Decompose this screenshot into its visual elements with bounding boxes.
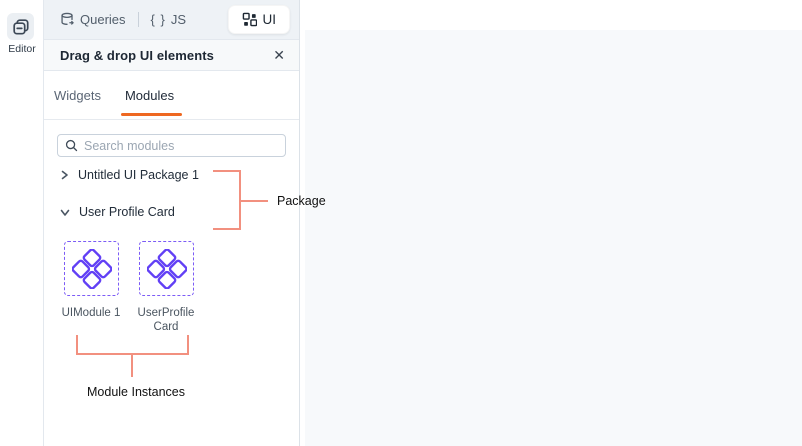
module-diamonds-icon: [146, 248, 187, 289]
panel-title: Drag & drop UI elements: [60, 47, 214, 63]
segment-js-label: JS: [170, 12, 186, 27]
editor-nav-label: Editor: [8, 43, 36, 55]
panel-tabs: Widgets Modules: [44, 71, 299, 120]
segment-js[interactable]: { } JS: [151, 12, 186, 27]
tab-modules[interactable]: Modules: [120, 71, 183, 119]
chevron-right-icon: [60, 170, 69, 180]
package-name: Untitled UI Package 1: [78, 168, 199, 182]
editor-segment-bar: Queries { } JS UI: [44, 0, 299, 40]
segment-divider: [137, 12, 139, 27]
search-modules-input[interactable]: [84, 138, 264, 153]
module-diamonds-icon: [71, 248, 112, 289]
editor-pages-icon: [12, 18, 30, 36]
editor-nav-button[interactable]: [7, 13, 34, 40]
braces-icon: { }: [150, 12, 166, 27]
chevron-down-icon: [60, 208, 70, 217]
search-icon: [65, 139, 78, 152]
package-row-untitled[interactable]: Untitled UI Package 1: [60, 166, 199, 184]
module-card-userprofilecard[interactable]: [139, 241, 194, 296]
segment-ui-selected[interactable]: UI: [227, 5, 290, 34]
close-icon[interactable]: ✕: [273, 47, 285, 63]
package-row-user-profile-card[interactable]: User Profile Card: [60, 203, 175, 221]
search-modules-box: [57, 134, 286, 157]
layout-grid-icon: [242, 12, 257, 27]
module-instance-name: UserProfileCard: [137, 307, 195, 333]
left-rail: Editor: [0, 0, 44, 446]
segment-queries[interactable]: Queries: [60, 12, 126, 27]
module-card-uimodule1[interactable]: [64, 241, 119, 296]
tab-widgets[interactable]: Widgets: [54, 87, 101, 103]
editor-canvas[interactable]: [305, 30, 802, 446]
package-name: User Profile Card: [79, 205, 175, 219]
module-instance-name: UIModule 1: [61, 307, 121, 319]
ui-elements-panel: Queries { } JS UI Drag &: [44, 0, 300, 446]
panel-header: Drag & drop UI elements ✕: [44, 40, 299, 71]
segment-ui-label: UI: [262, 12, 277, 27]
segment-queries-label: Queries: [80, 12, 126, 27]
database-query-icon: [60, 12, 75, 27]
